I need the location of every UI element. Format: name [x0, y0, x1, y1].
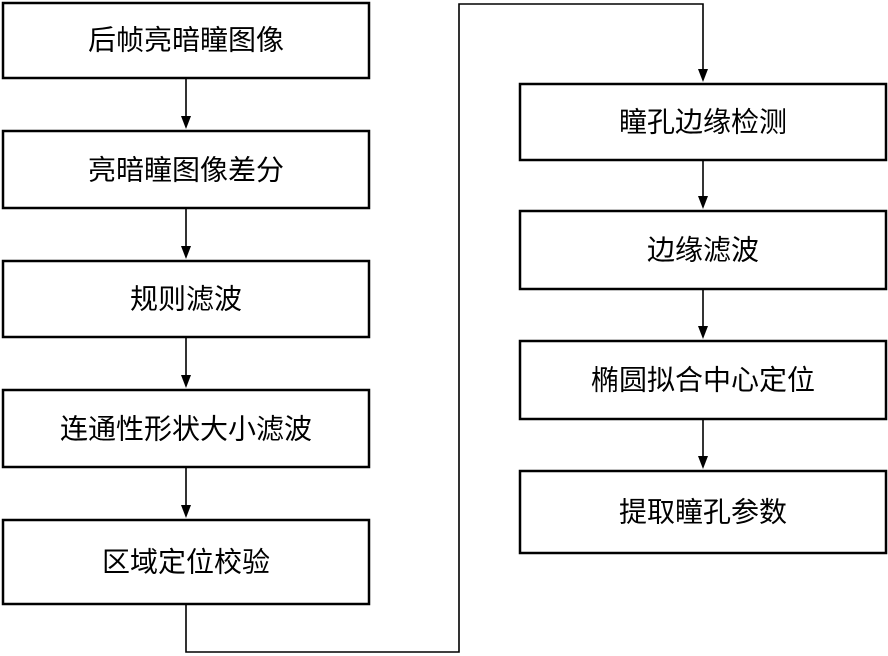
step-box-r4: 提取瞳孔参数 [518, 469, 888, 555]
left-column: 后帧亮暗瞳图像 亮暗瞳图像差分 规则滤波 连通性形状大小滤波 区域定位校验 [1, 1, 371, 606]
arrowhead-r3-r4 [698, 456, 708, 469]
step-label-l4: 连通性形状大小滤波 [60, 413, 312, 446]
step-label-r3: 椭圆拟合中心定位 [591, 364, 815, 397]
step-label-r1: 瞳孔边缘检测 [619, 106, 787, 139]
step-label-l1: 后帧亮暗瞳图像 [88, 24, 284, 57]
step-box-l2: 亮暗瞳图像差分 [1, 129, 371, 210]
step-label-l3: 规则滤波 [130, 283, 242, 316]
connectors [181, 3, 708, 653]
step-box-r3: 椭圆拟合中心定位 [518, 339, 888, 421]
arrowhead-l4-l5 [181, 505, 191, 518]
step-box-l1: 后帧亮暗瞳图像 [1, 1, 371, 80]
step-label-l2: 亮暗瞳图像差分 [88, 154, 284, 187]
step-box-l3: 规则滤波 [1, 259, 371, 339]
arrowhead-l5-r1 [698, 69, 708, 82]
step-box-l4: 连通性形状大小滤波 [1, 388, 371, 469]
right-column: 瞳孔边缘检测 边缘滤波 椭圆拟合中心定位 提取瞳孔参数 [518, 82, 888, 555]
step-label-l5: 区域定位校验 [102, 546, 270, 579]
step-box-l5: 区域定位校验 [1, 518, 371, 606]
arrowhead-l3-l4 [181, 375, 191, 388]
arrowhead-l1-l2 [181, 116, 191, 129]
step-box-r1: 瞳孔边缘检测 [518, 82, 888, 162]
step-label-r2: 边缘滤波 [647, 234, 759, 267]
arrowhead-l2-l3 [181, 246, 191, 259]
arrowhead-r2-r3 [698, 326, 708, 339]
step-label-r4: 提取瞳孔参数 [619, 496, 787, 529]
step-box-r2: 边缘滤波 [518, 209, 888, 291]
edge-l5-r1 [185, 3, 704, 653]
arrowhead-r1-r2 [698, 196, 708, 209]
